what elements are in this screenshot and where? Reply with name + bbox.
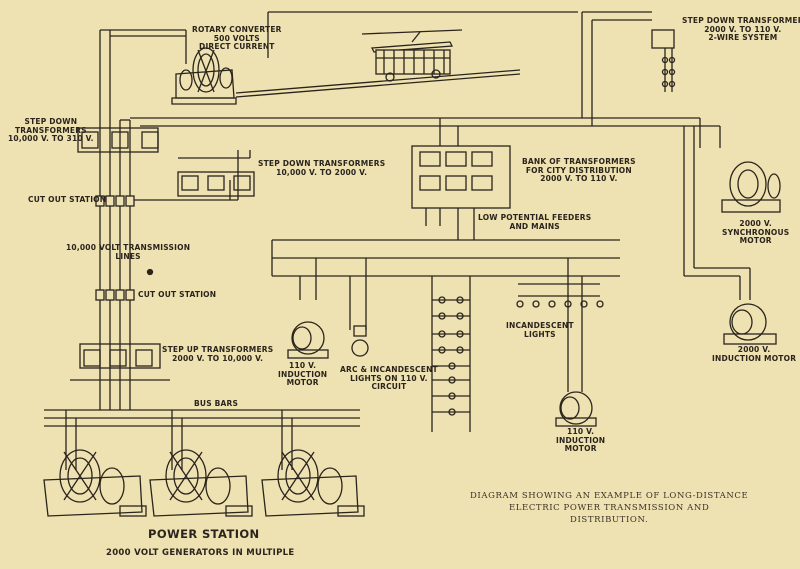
incandescent-ladder [431,276,471,432]
transformer-2wire-icon [581,11,676,126]
step-down-transformers-310-icon [77,127,159,153]
step-up-transformers-icon [70,343,170,381]
bus-bars [44,409,360,470]
bus-bars-label: BUS BARS [194,399,239,408]
step-down-2000-label: STEP DOWN TRANSFORMERS 10,000 V. TO 2000… [258,159,386,177]
induction-motor-left-icon [287,321,329,359]
induction-motor-center-icon [555,391,597,427]
rotary-converter-label: ROTARY CONVERTER 500 VOLTS DIRECT CURREN… [192,25,282,51]
streetcar-icon [370,31,454,82]
cut-out-station-1-icon [95,195,135,207]
incandescent-lights-icon [516,295,604,308]
power-station-title: POWER STATION [148,527,260,541]
generators-label: 2000 VOLT GENERATORS IN MULTIPLE [106,548,295,558]
low-potential-feeders-label: LOW POTENTIAL FEEDERS AND MAINS [478,213,592,231]
induction-motor-110-left-label: 110 V. INDUCTION MOTOR [278,361,328,387]
diagram-caption: DIAGRAM SHOWING AN EXAMPLE OF LONG-DISTA… [470,491,749,525]
step-down-310-label: STEP DOWN TRANSFORMERS 10,000 V. TO 310 … [8,117,94,143]
synchronous-motor-label: 2000 V. SYNCHRONOUS MOTOR [722,219,790,245]
cut-out-station-2-label: CUT OUT STATION [138,290,217,299]
incandescent-lights-label: INCANDESCENT LIGHTS [506,321,574,339]
induction-motor-2000-label: 2000 V. INDUCTION MOTOR [712,345,797,363]
arc-light-icon [351,325,369,357]
rotary-converter-icon [171,47,237,105]
step-up-transformers-label: STEP UP TRANSFORMERS 2000 V. TO 10,000 V… [162,345,274,363]
arc-lights-label: ARC & INCANDESCENT LIGHTS ON 110 V. CIRC… [340,365,438,391]
low-potential-mains [271,239,620,392]
ink-dot [146,268,154,276]
right-feeders [683,118,751,300]
induction-motor-110-center-label: 110 V. INDUCTION MOTOR [556,427,606,453]
cut-out-station-2-icon [95,289,135,301]
generator-1-icon [43,449,147,517]
transmission-lines-label: 10,000 VOLT TRANSMISSION LINES [66,243,191,261]
bank-of-transformers-label: BANK OF TRANSFORMERS FOR CITY DISTRIBUTI… [522,157,636,183]
induction-motor-right-icon [723,303,777,345]
bank-of-transformers-icon [411,118,511,240]
step-down-transformers-2000-icon [130,150,255,201]
generator-2-icon [149,449,253,517]
synchronous-motor-icon [721,161,781,213]
transmission-trunk [99,29,720,410]
trolley-line [235,11,578,98]
cut-out-station-1-label: CUT OUT STATION [28,195,107,204]
step-down-2wire-label: STEP DOWN TRANSFORMER 2000 V. TO 110 V. … [682,16,800,42]
generator-3-icon [261,449,365,517]
